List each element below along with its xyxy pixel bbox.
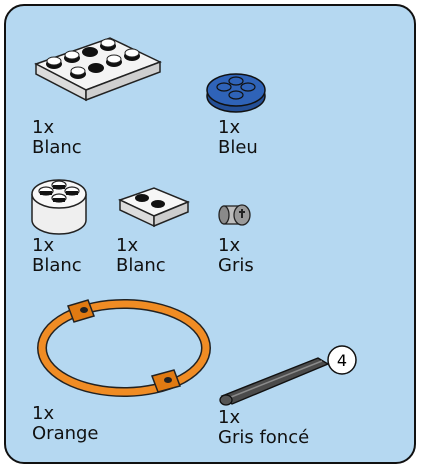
white-tile-2x2-icon [118,187,190,228]
parts-list-panel: 1x Blanc 1x Bleu 1 [4,4,416,464]
part-qty: 1x [218,235,241,256]
part-label-6: 1x Orange [32,404,99,444]
part-color: Blanc [32,255,82,276]
axle-length-badge: 4 [327,345,357,375]
part-color: Gris foncé [218,427,310,448]
part-label-2: 1x Bleu [218,118,258,158]
white-round-brick-2x2-icon [31,179,87,235]
part-color: Blanc [116,255,166,276]
part-label-5: 1x Gris [218,236,254,276]
gray-bush-icon [218,204,251,226]
part-qty: 1x [32,117,55,138]
axle-length-badge-value: 4 [337,351,347,370]
part-label-7: 1x Gris foncé [218,408,309,448]
part-color: Gris [218,255,254,276]
part-qty: 1x [32,235,55,256]
part-label-4: 1x Blanc [116,236,166,276]
part-color: Bleu [218,137,258,158]
white-plate-4x2-icon [34,37,162,102]
part-qty: 1x [116,235,139,256]
blue-round-plate-2x2-icon [206,73,266,113]
part-qty: 1x [218,117,241,138]
part-qty: 1x [218,407,241,428]
part-color: Blanc [32,137,82,158]
part-color: Orange [32,423,99,444]
part-label-1: 1x Blanc [32,118,82,158]
orange-hoop-icon [37,299,211,397]
part-qty: 1x [32,403,55,424]
dark-gray-axle-4-icon [219,357,330,406]
part-label-3: 1x Blanc [32,236,82,276]
